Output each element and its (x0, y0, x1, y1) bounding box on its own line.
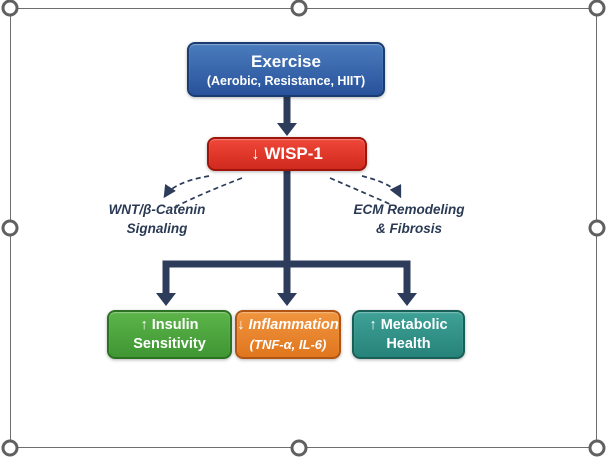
resize-handle-bottom-right[interactable] (588, 439, 606, 457)
wnt-signaling-label: WNT/β-Catenin Signaling (108, 202, 206, 236)
insulin-sensitivity-box: ↑ Insulin Sensitivity (107, 310, 232, 359)
ecm-fibrosis-label: ECM Remodeling & Fibrosis (353, 202, 465, 236)
wisp1-to-ecm-dashed-arrow (329, 175, 402, 206)
resize-handle-bottom-left[interactable] (1, 439, 19, 457)
exercise-subtitle: (Aerobic, Resistance, HIIT) (206, 73, 366, 88)
exercise-box: Exercise (Aerobic, Resistance, HIIT) (187, 42, 385, 97)
exercise-to-wisp1-arrow (277, 97, 297, 136)
wisp1-branch-arrows (156, 170, 417, 306)
inflammation-box: ↓ Inflammation (TNF-α, IL-6) (235, 310, 341, 359)
wisp1-box: ↓ WISP-1 (207, 137, 367, 171)
resize-handle-middle-left[interactable] (1, 219, 19, 237)
resize-handle-top-middle[interactable] (290, 0, 308, 17)
resize-handle-top-right[interactable] (588, 0, 606, 17)
resize-handle-middle-right[interactable] (588, 219, 606, 237)
wisp1-to-wnt-dashed-arrow (163, 175, 243, 207)
wisp1-label: ↓ WISP-1 (251, 144, 323, 163)
resize-handle-top-left[interactable] (1, 0, 19, 17)
metabolic-health-box: ↑ Metabolic Health (352, 310, 465, 359)
resize-handle-bottom-middle[interactable] (290, 439, 308, 457)
exercise-title: Exercise (251, 51, 321, 71)
